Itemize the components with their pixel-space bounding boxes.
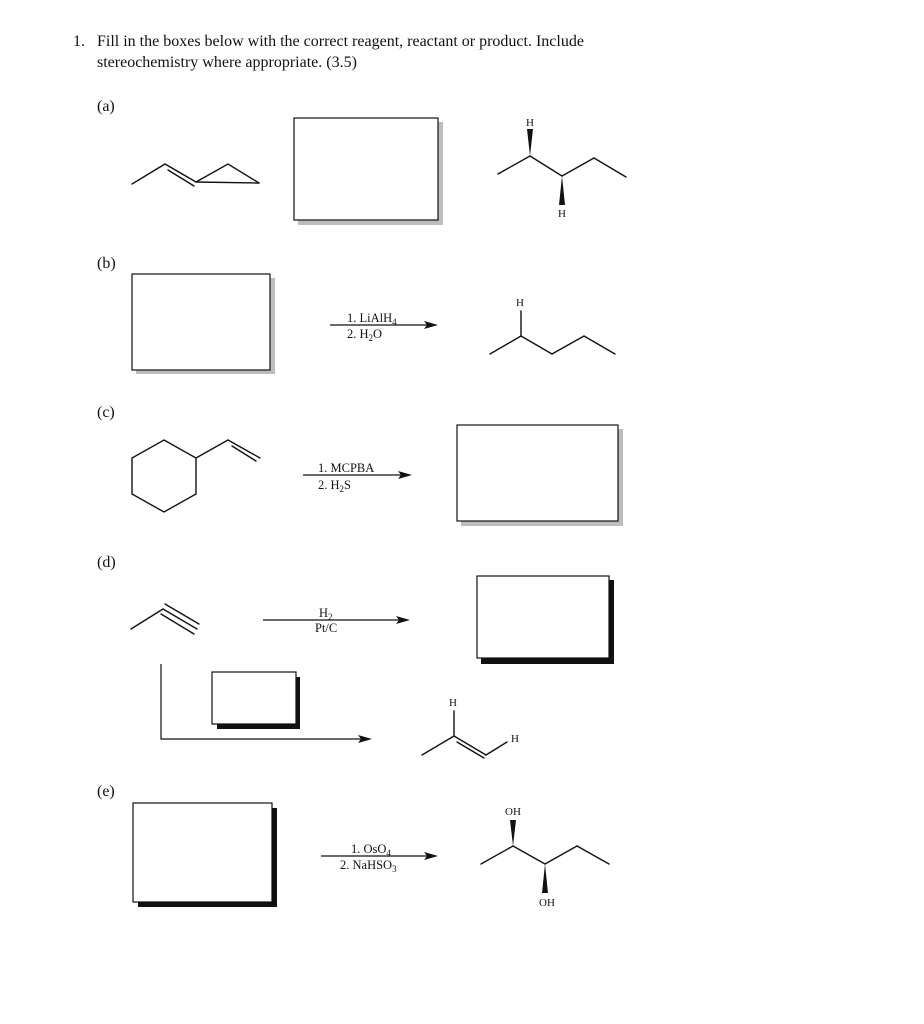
question-text-line1: Fill in the boxes below with the correct… [97, 33, 584, 50]
reagent-text: 2. H [347, 327, 369, 341]
part-e-product-structure: OH OH [480, 806, 610, 909]
part-e-reagents: 1. OsO4 2. NaHSO3 [321, 842, 438, 874]
wedge-bond [559, 176, 565, 205]
wedge-bond [527, 129, 533, 156]
part-b: (b) 1. LiAlH4 2. H2O H [97, 255, 616, 374]
reagent-subscript: 2 [340, 484, 345, 494]
arrowhead [398, 471, 412, 479]
part-d-answer-box-product[interactable] [476, 575, 614, 664]
question-text-line2: stereochemistry where appropriate. (3.5) [97, 54, 357, 71]
atom-h: H [516, 297, 524, 309]
reagent-text: 2. NaHSO [340, 858, 392, 872]
part-c-reagents: 1. MCPBA 2. H2S [303, 461, 412, 494]
reagent-subscript: 4 [386, 848, 391, 858]
atom-oh: OH [539, 897, 555, 909]
part-d-label: (d) [97, 554, 116, 571]
arrowhead [424, 321, 438, 329]
reagent-text: 1. MCPBA [318, 461, 374, 475]
part-b-label: (b) [97, 255, 116, 272]
atom-h: H [558, 208, 566, 220]
reagent-subscript: 2 [369, 333, 374, 343]
atom-h: H [511, 733, 519, 745]
question-number: 1. [73, 33, 85, 50]
arrowhead [396, 616, 410, 624]
part-d-alkene-structure: H H [421, 697, 519, 759]
reagent-text: 2. H [318, 478, 340, 492]
part-a-answer-box[interactable] [293, 117, 443, 225]
arrowhead [424, 852, 438, 860]
part-d-branch-arrow [160, 664, 372, 743]
part-d-reactant-structure [130, 603, 200, 635]
part-c-reactant-structure [131, 439, 261, 513]
reagent-text: Pt/C [315, 621, 337, 635]
svg-text:1. OsO4: 1. OsO4 [351, 842, 391, 858]
part-c: (c) 1. MCPBA 2. H2S [97, 404, 623, 526]
reagent-subscript: 2 [328, 612, 333, 622]
part-d-answer-box-reagent[interactable] [211, 671, 300, 729]
wedge-bond [510, 820, 516, 846]
part-b-product-structure: H [489, 297, 616, 355]
part-e: (e) 1. OsO4 2. NaHSO3 OH OH [97, 783, 610, 909]
part-b-reagents: 1. LiAlH4 2. H2O [330, 311, 438, 343]
part-d-reagents: H2 Pt/C [263, 606, 410, 635]
atom-h: H [526, 117, 534, 129]
part-e-label: (e) [97, 783, 115, 800]
wedge-bond [542, 864, 548, 893]
part-a-product-structure: H H [497, 117, 627, 220]
svg-text:2. H2O: 2. H2O [347, 327, 382, 343]
svg-text:2. H2S: 2. H2S [318, 478, 351, 494]
atom-oh: OH [505, 806, 521, 818]
part-e-answer-box[interactable] [132, 802, 277, 907]
part-a-label: (a) [97, 98, 115, 115]
atom-h: H [449, 697, 457, 709]
reagent-text: 1. OsO [351, 842, 386, 856]
reagent-subscript: 3 [392, 864, 397, 874]
svg-text:2. NaHSO3: 2. NaHSO3 [340, 858, 397, 874]
reagent-text-tail: O [373, 327, 382, 341]
part-c-answer-box[interactable] [456, 424, 623, 526]
part-b-answer-box[interactable] [131, 273, 275, 374]
svg-text:1. LiAlH4: 1. LiAlH4 [347, 311, 397, 327]
reagent-text-tail: S [344, 478, 351, 492]
reagent-text: H [319, 606, 328, 620]
svg-text:H2: H2 [319, 606, 333, 622]
part-d: (d) H2 Pt/C [97, 554, 614, 759]
part-a-reactant-structure [131, 163, 260, 187]
reagent-text: 1. LiAlH [347, 311, 392, 325]
part-c-label: (c) [97, 404, 115, 421]
reagent-subscript: 4 [392, 317, 397, 327]
part-a: (a) H H [97, 98, 627, 225]
